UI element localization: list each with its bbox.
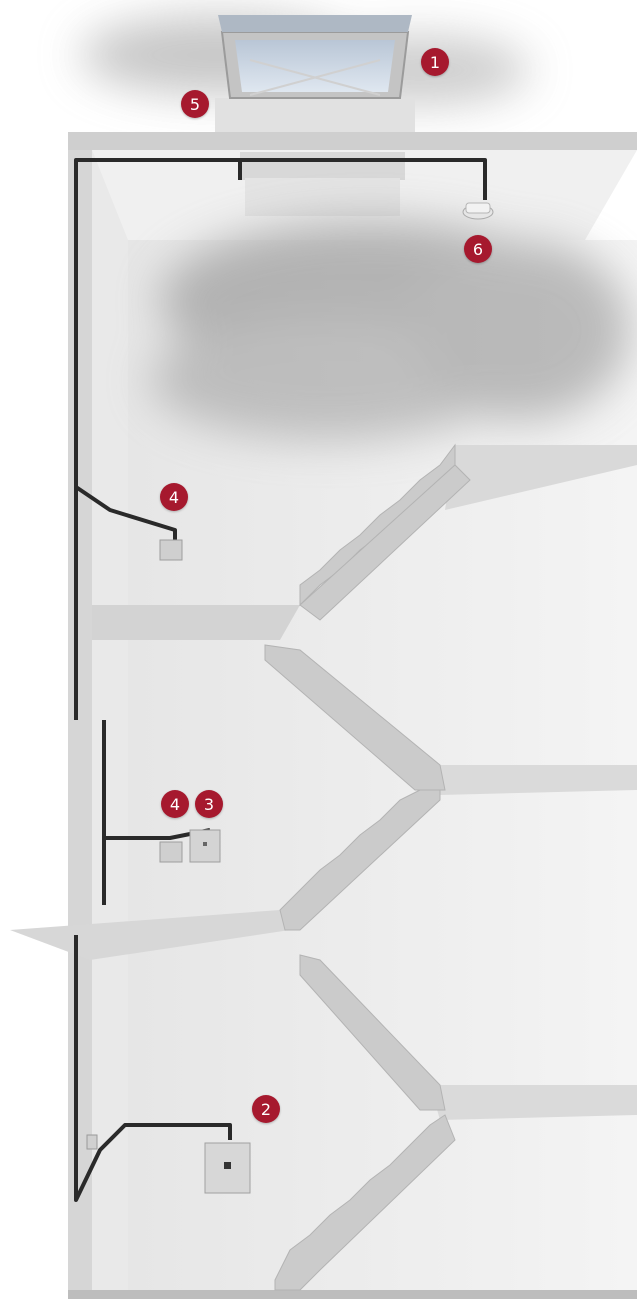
marker-vent-button-floor2: 4	[161, 790, 189, 818]
marker-vent-button-floor3: 4	[160, 483, 188, 511]
vent-button-floor2-icon	[160, 842, 182, 862]
marker-smoke-detector: 6	[464, 235, 492, 263]
marker-roof-upstand: 5	[181, 90, 209, 118]
vent-button-floor3-icon	[160, 540, 182, 560]
marker-fire-panel: 2	[252, 1095, 280, 1123]
smoke-detector-icon	[463, 203, 493, 219]
marker-override-switch: 3	[195, 790, 223, 818]
marker-vent: 1	[421, 48, 449, 76]
junction-box-icon	[87, 1135, 97, 1149]
smoke-inside	[150, 220, 630, 440]
roof-vent-icon	[215, 15, 415, 132]
